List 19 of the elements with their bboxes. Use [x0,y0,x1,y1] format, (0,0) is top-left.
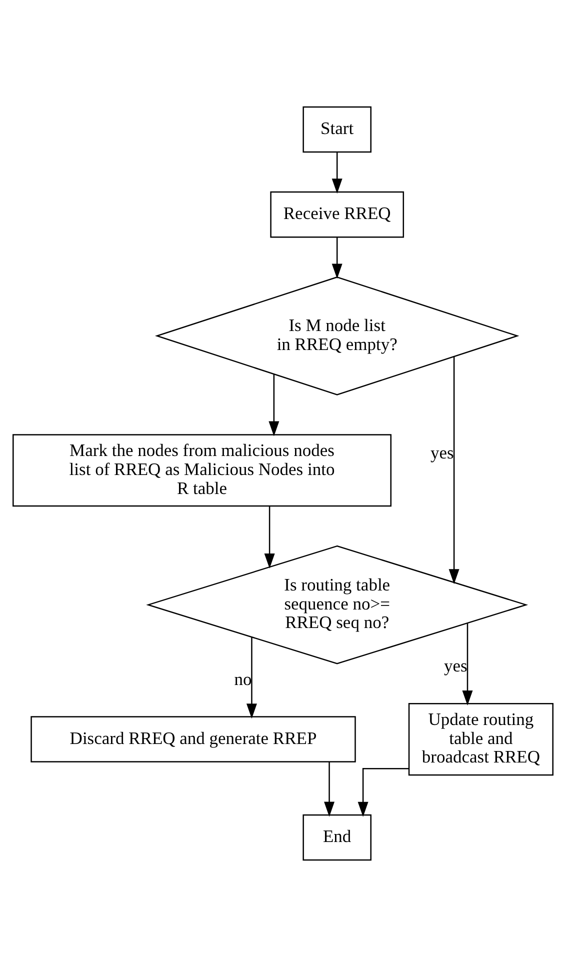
node-box: Mark the nodes from malicious nodes list of RREQ as Malicious Nodes into R table [12,434,392,507]
edge-label: yes [430,442,454,462]
arrow [268,374,280,436]
arrow [358,768,409,817]
arrow [264,506,275,569]
arrow [462,624,473,706]
arrow [448,356,460,584]
arrow [332,152,342,194]
edge-label: no [234,668,252,689]
node-box: Receive RREQ [270,191,404,238]
node-box: Discard RREQ and generate RREP [30,716,356,762]
node-box: End [302,814,372,861]
node-diamond: Is M node list in RREQ empty? [154,276,520,396]
node-diamond: Is routing table sequence no>= RREQ seq no? [146,545,528,664]
arrow [246,637,257,719]
node-box: Update routing table and broadcast RREQ [408,703,554,776]
node-box: Start [302,106,372,153]
arrow [332,237,342,279]
arrow [324,762,335,817]
